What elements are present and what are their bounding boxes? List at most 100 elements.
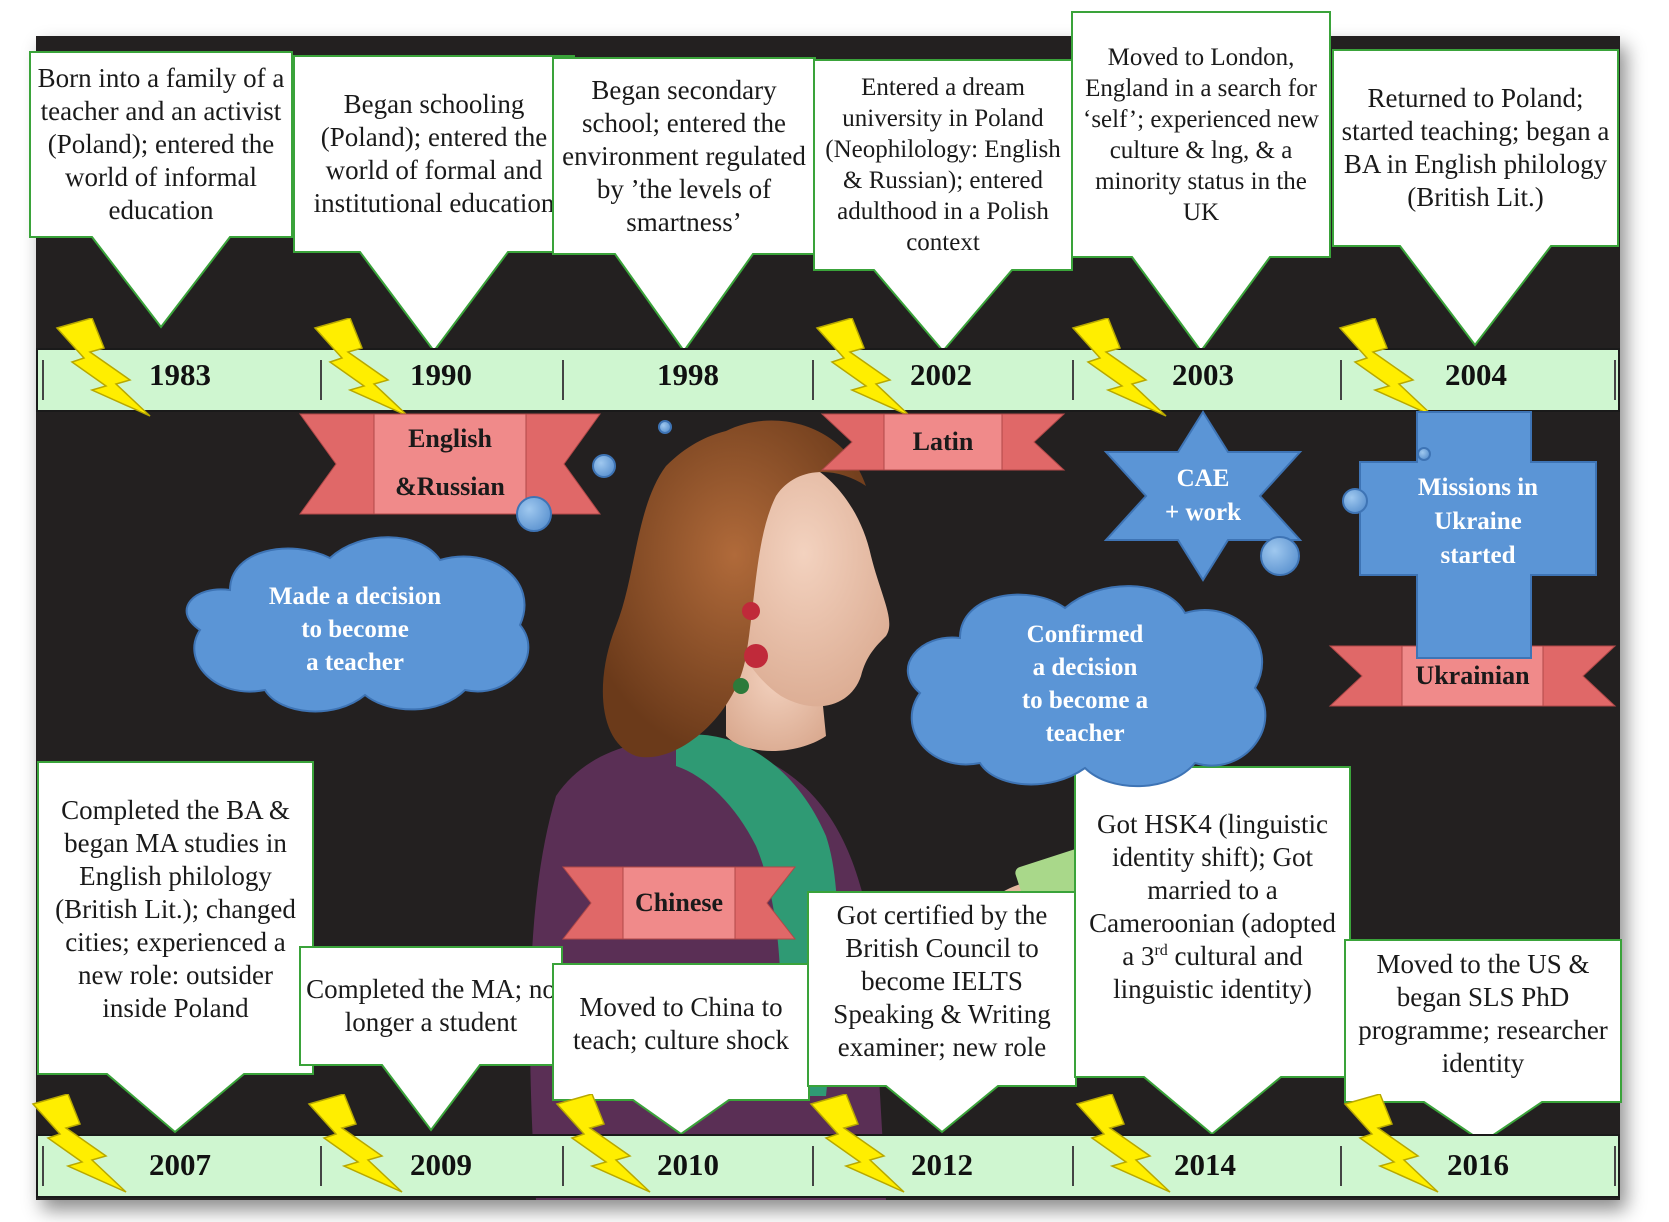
- callout-text: Completed the BA & began MA studies in E…: [55, 794, 296, 1023]
- star-shape: [1103, 410, 1303, 582]
- lightning-icon: [1071, 318, 1167, 417]
- thought-bubble: [1417, 447, 1431, 461]
- callout-2007: Completed the BA & began MA studies in E…: [37, 761, 314, 1134]
- year-label: 2004: [1445, 357, 1507, 392]
- callout-text: Got HSK4 (linguistic identity shift); Go…: [1081, 767, 1344, 1047]
- cloud-teacher-decision: Made a decision to become a teacher: [170, 530, 540, 713]
- year-label: 1990: [410, 357, 472, 392]
- callout-shape: [1074, 766, 1351, 1136]
- ribbon-chinese: Chinese: [561, 866, 797, 940]
- callout-shape: [1332, 49, 1619, 347]
- year-label: 2016: [1447, 1147, 1509, 1182]
- band-tick: [1072, 360, 1074, 400]
- callout-text: Moved to the US & began SLS PhD programm…: [1358, 949, 1608, 1078]
- timeline-band-bottom: [36, 1134, 1620, 1198]
- callout-text: Got certified by the British Council to …: [833, 899, 1051, 1062]
- timeline-band-top: [36, 348, 1620, 412]
- thought-bubble: [592, 454, 616, 478]
- band-tick: [812, 1146, 814, 1186]
- callout-shape: [29, 51, 293, 329]
- lightning-icon: [31, 1094, 127, 1193]
- year-label: 2002: [910, 357, 972, 392]
- cloud-text-line: a decision: [1032, 654, 1138, 681]
- band-tick: [1072, 1146, 1074, 1186]
- year-label: 2003: [1172, 357, 1234, 392]
- lightning-icon: [1343, 1094, 1439, 1193]
- year-label: 2012: [911, 1147, 973, 1182]
- band-tick: [320, 1146, 322, 1186]
- lightning-icon: [307, 1094, 403, 1193]
- cross-text-line: Missions in: [1417, 474, 1539, 501]
- callout-text: Born into a family of a teacher and an a…: [37, 63, 285, 225]
- cloud-text-line: to become: [301, 616, 409, 643]
- callout-text-part: cultural and linguistic identity): [1113, 941, 1312, 1004]
- cloud-shape: [906, 585, 1267, 788]
- cloud-shape: [185, 536, 530, 713]
- lightning-icon: [815, 318, 911, 417]
- year-label: 2009: [410, 1147, 472, 1182]
- ribbon-label: &Russian: [395, 472, 505, 501]
- band-tick: [1614, 360, 1616, 400]
- callout-text-part: Got HSK4 (linguistic identity shift); Go…: [1089, 809, 1336, 971]
- callout-2004: Returned to Poland; started teaching; be…: [1332, 49, 1619, 347]
- year-label: 2010: [657, 1147, 719, 1182]
- lightning-icon: [1338, 318, 1434, 417]
- year-label: 1983: [149, 357, 211, 392]
- ribbon-shape: [561, 866, 797, 940]
- callout-2009: Completed the MA; no longer a student: [299, 946, 563, 1132]
- lightning-icon: [809, 1094, 905, 1193]
- thought-bubble: [1342, 488, 1368, 514]
- band-tick: [1340, 1146, 1342, 1186]
- band-tick: [562, 1146, 564, 1186]
- thought-bubble: [1260, 536, 1300, 576]
- lightning-icon: [555, 1094, 651, 1193]
- star-text-line: + work: [1164, 499, 1242, 526]
- callout-2002: Entered a dream university in Poland (Ne…: [813, 59, 1073, 353]
- ribbon-label: Ukrainian: [1415, 661, 1530, 690]
- lightning-icon: [1075, 1094, 1171, 1193]
- callout-shape: [1071, 11, 1331, 353]
- callout-shape: [37, 761, 314, 1134]
- ribbon-label: English: [408, 424, 492, 453]
- callout-text: Moved to London, England in a search for…: [1083, 43, 1319, 226]
- callout-text: Entered a dream university in Poland (Ne…: [825, 74, 1061, 256]
- band-tick: [42, 360, 44, 400]
- cross-missions-ukraine: Missions in Ukraine started: [1359, 411, 1597, 659]
- cloud-text-line: teacher: [1045, 720, 1125, 745]
- lightning-icon: [313, 318, 409, 417]
- cloud-text-line: Made a decision: [268, 583, 442, 610]
- band-tick: [812, 360, 814, 400]
- callout-2014: Got HSK4 (linguistic identity shift); Go…: [1074, 766, 1351, 1136]
- band-tick: [1614, 1146, 1616, 1186]
- callout-text: Returned to Poland; started teaching; be…: [1341, 83, 1610, 212]
- band-tick: [562, 360, 564, 400]
- callout-1998: Began secondary school; entered the envi…: [552, 57, 816, 353]
- band-tick: [1340, 360, 1342, 400]
- cross-text-line: started: [1440, 542, 1516, 563]
- thought-bubble: [516, 496, 552, 532]
- ribbon-english-russian: English &Russian: [299, 413, 601, 515]
- ribbon-latin: Latin: [820, 413, 1066, 471]
- cross-text-line: Ukraine: [1434, 508, 1522, 535]
- year-label: 1998: [657, 357, 719, 392]
- superscript-rd: rd: [1154, 942, 1168, 959]
- cloud-confirmed-decision: Confirmed a decision to become a teacher: [890, 578, 1280, 788]
- callout-text: Began secondary school; entered the envi…: [562, 74, 806, 237]
- ribbon-label: Latin: [912, 427, 974, 456]
- ribbon-shape: [820, 413, 1066, 471]
- callout-1990: Began schooling (Poland); entered the wo…: [293, 55, 575, 353]
- callout-2003: Moved to London, England in a search for…: [1071, 11, 1331, 353]
- callout-2016: Moved to the US & began SLS PhD programm…: [1344, 939, 1622, 1144]
- thought-bubble: [658, 420, 672, 434]
- callout-text: Began schooling (Poland); entered the wo…: [313, 89, 555, 218]
- callout-2012: Got certified by the British Council to …: [807, 891, 1077, 1134]
- band-tick: [320, 360, 322, 400]
- lightning-icon: [55, 318, 151, 417]
- ribbon-label: Chinese: [634, 888, 724, 917]
- band-tick: [42, 1146, 44, 1186]
- star-text-line: CAE: [1176, 465, 1230, 492]
- cross-shape: [1359, 411, 1597, 659]
- cloud-text-line: a teacher: [306, 649, 404, 676]
- year-label: 2007: [149, 1147, 211, 1182]
- cloud-text-line: Confirmed: [1026, 621, 1144, 648]
